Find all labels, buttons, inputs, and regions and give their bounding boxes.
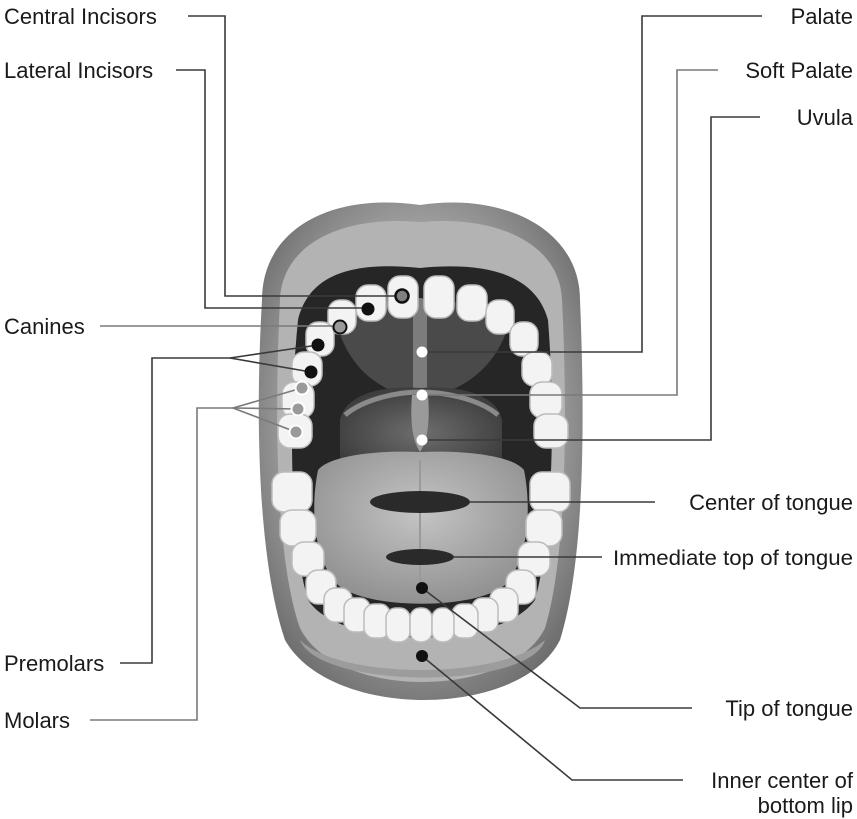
palate-marker xyxy=(417,347,428,358)
molar-marker-3 xyxy=(290,426,303,439)
label-inner-center-line2: bottom lip xyxy=(758,793,853,818)
label-uvula: Uvula xyxy=(797,105,854,130)
immediate-top-of-tongue-area xyxy=(386,549,454,565)
lateral-incisors-marker xyxy=(362,303,375,316)
label-molars: Molars xyxy=(4,708,70,733)
center-of-tongue-area xyxy=(370,491,470,513)
label-inner-center-line1: Inner center of xyxy=(711,768,854,793)
label-lateral-incisors: Lateral Incisors xyxy=(4,58,153,83)
label-immediate-top-of-tongue: Immediate top of tongue xyxy=(613,547,853,570)
label-central-incisors: Central Incisors xyxy=(4,4,157,29)
label-palate: Palate xyxy=(791,4,853,29)
molar-marker-1 xyxy=(296,382,309,395)
tooth-upper-molar-2-right xyxy=(534,414,568,448)
tooth-upper-central-right xyxy=(424,276,454,318)
label-tip-of-tongue: Tip of tongue xyxy=(725,696,853,721)
soft-palate-marker xyxy=(417,390,428,401)
label-canines: Canines xyxy=(4,314,85,339)
tooth-upper-molar-1-right xyxy=(530,382,562,418)
inner-center-bottom-lip-marker xyxy=(416,650,428,662)
tongue xyxy=(314,452,528,604)
tooth-upper-lateral-right xyxy=(457,285,487,321)
label-center-of-tongue: Center of tongue xyxy=(689,490,853,515)
tip-of-tongue-marker xyxy=(416,582,428,594)
premolar-marker-2 xyxy=(305,366,318,379)
tooth-upper-premolar-2-right xyxy=(522,352,552,386)
label-soft-palate: Soft Palate xyxy=(745,58,853,83)
uvula-marker xyxy=(417,435,428,446)
molar-marker-2 xyxy=(292,403,305,416)
central-incisors-marker xyxy=(396,290,409,303)
tooth-upper-canine-right xyxy=(486,300,514,334)
canines-marker xyxy=(334,321,347,334)
label-premolars: Premolars xyxy=(4,651,104,676)
tooth-upper-lateral-left xyxy=(356,285,386,321)
premolar-marker-1 xyxy=(312,339,325,352)
tooth-upper-premolar-1-right xyxy=(510,322,538,356)
